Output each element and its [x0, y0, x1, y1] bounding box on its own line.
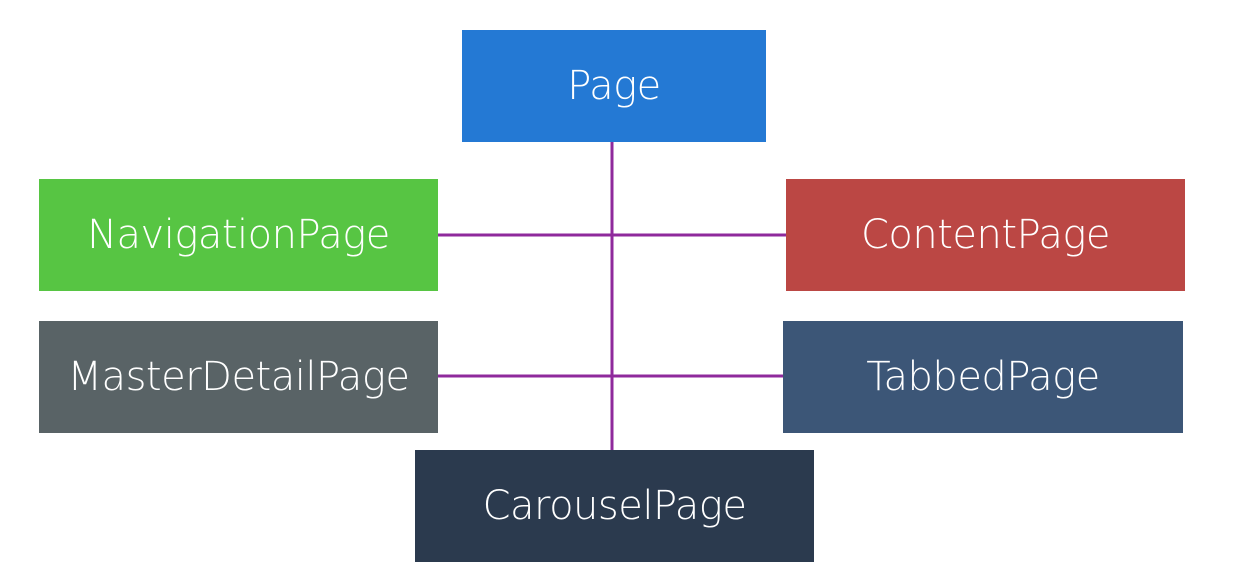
master-detail-page-node-label: MasterDetailPage	[67, 354, 410, 400]
page-node: Page	[462, 30, 766, 142]
content-page-node-label: ContentPage	[860, 212, 1111, 258]
carousel-page-node: CarouselPage	[415, 450, 814, 562]
content-page-node: ContentPage	[786, 179, 1185, 291]
page-node-label: Page	[567, 63, 661, 109]
navigation-page-node: NavigationPage	[39, 179, 438, 291]
carousel-page-node-label: CarouselPage	[482, 483, 747, 529]
tabbed-page-node: TabbedPage	[783, 321, 1183, 433]
tabbed-page-node-label: TabbedPage	[866, 354, 1100, 400]
master-detail-page-node: MasterDetailPage	[39, 321, 438, 433]
navigation-page-node-label: NavigationPage	[87, 212, 390, 258]
